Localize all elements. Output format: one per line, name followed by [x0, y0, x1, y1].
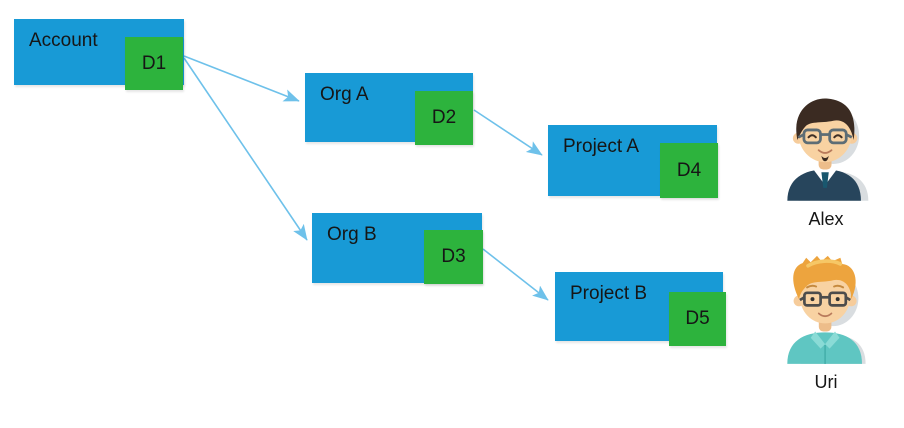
badge-d1-label: D1: [141, 52, 167, 74]
user-alex: Alex: [776, 92, 876, 230]
badge-d1: D1: [125, 37, 183, 90]
edge-d1-to-org-a: [183, 55, 300, 102]
badge-d2-label: D2: [431, 107, 457, 128]
node-account-label: Account: [29, 30, 98, 51]
badge-d2: D2: [415, 91, 473, 145]
alex-figure: [787, 98, 861, 201]
badge-d3: D3: [424, 230, 483, 284]
edge-d3-to-project-b: [482, 248, 549, 301]
user-uri-name: Uri: [814, 372, 838, 392]
node-org-b-label: Org B: [327, 224, 377, 245]
glasses-icon: [797, 128, 853, 145]
badge-d3-label: D3: [441, 246, 466, 267]
user-uri: Uri: [776, 254, 876, 393]
alex-avatar-icon: [787, 98, 869, 201]
uri-avatar-icon: [787, 255, 866, 364]
node-project-b-label: Project B: [570, 283, 648, 304]
badge-d5: D5: [669, 292, 726, 346]
uri-figure: [787, 255, 862, 364]
edge-d1-to-org-b: [183, 57, 308, 241]
glasses-icon: [799, 291, 851, 307]
edge-d2-to-project-a: [473, 109, 543, 156]
user-alex-name: Alex: [808, 209, 844, 229]
node-org-a-label: Org A: [320, 84, 369, 105]
badge-d5-label: D5: [685, 308, 710, 329]
badge-d4-label: D4: [676, 159, 702, 181]
badge-d4: D4: [660, 143, 718, 198]
node-project-a-label: Project A: [563, 136, 640, 157]
